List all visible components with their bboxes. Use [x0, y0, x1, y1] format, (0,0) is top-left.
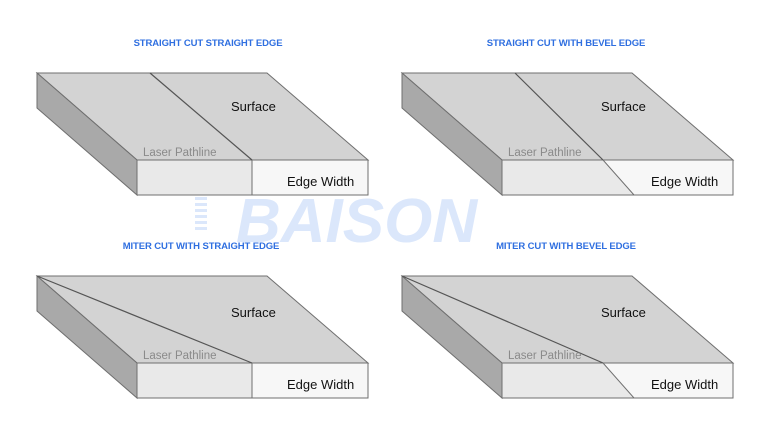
panel-title-miter-straight: MITER CUT WITH STRAIGHT EDGE: [123, 241, 280, 252]
laser-pathline: [401, 275, 604, 364]
edge-width-label: Edge Width: [651, 377, 718, 392]
laser-pathline: [36, 275, 253, 364]
watermark-text: BAISON: [236, 187, 478, 256]
laser-pathline-label: Laser Pathline: [508, 147, 582, 159]
laser-pathline: [514, 72, 604, 161]
edge-width-label: Edge Width: [651, 174, 718, 189]
laser-pathline-label: Laser Pathline: [143, 350, 217, 362]
surface-label: Surface: [231, 305, 276, 320]
surface-label: Surface: [601, 305, 646, 320]
surface-label: Surface: [231, 99, 276, 114]
panel-title-straight-straight: STRAIGHT CUT STRAIGHT EDGE: [134, 38, 283, 49]
watermark: BAISON: [195, 187, 478, 256]
edge-width-label: Edge Width: [287, 174, 354, 189]
laser-pathline-label: Laser Pathline: [143, 147, 217, 159]
laser-pathline-label: Laser Pathline: [508, 350, 582, 362]
edge-width-region: [251, 159, 369, 196]
panel-title-miter-bevel: MITER CUT WITH BEVEL EDGE: [496, 241, 636, 252]
edge-width-label: Edge Width: [287, 377, 354, 392]
laser-pathline: [149, 72, 253, 161]
edge-width-region: [601, 159, 734, 196]
edge-width-region: [601, 362, 734, 399]
edge-width-region: [251, 362, 369, 399]
panel-title-straight-bevel: STRAIGHT CUT WITH BEVEL EDGE: [487, 38, 646, 49]
surface-label: Surface: [601, 99, 646, 114]
watermark-bars-icon: [195, 197, 207, 230]
